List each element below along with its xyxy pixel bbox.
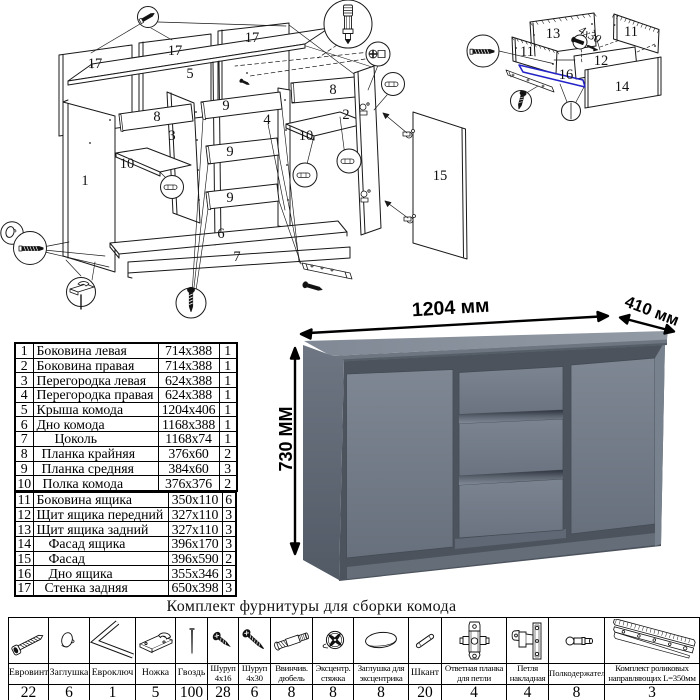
svg-text:9: 9 — [226, 190, 233, 206]
svg-text:3: 3 — [168, 128, 175, 144]
svg-text:410 мм: 410 мм — [622, 293, 681, 330]
svg-text:17: 17 — [168, 43, 183, 59]
svg-text:1: 1 — [81, 173, 88, 189]
svg-text:8: 8 — [329, 82, 336, 98]
svg-text:17: 17 — [245, 30, 260, 46]
svg-text:16: 16 — [559, 67, 574, 83]
svg-text:10: 10 — [299, 128, 314, 144]
svg-text:14: 14 — [615, 79, 630, 95]
svg-text:6: 6 — [217, 226, 224, 242]
svg-text:13: 13 — [546, 26, 561, 42]
svg-text:15: 15 — [433, 168, 448, 184]
svg-text:2: 2 — [342, 107, 349, 123]
svg-text:8: 8 — [153, 109, 160, 125]
svg-text:4: 4 — [263, 112, 271, 128]
svg-text:1204 мм: 1204 мм — [411, 295, 490, 322]
svg-text:11: 11 — [520, 44, 534, 60]
svg-text:7: 7 — [233, 249, 240, 265]
svg-text:5: 5 — [186, 66, 193, 82]
svg-text:730 ММ: 730 ММ — [276, 406, 296, 471]
svg-text:10: 10 — [120, 156, 135, 172]
svg-text:9: 9 — [226, 144, 233, 160]
svg-text:12: 12 — [594, 53, 609, 69]
svg-text:17: 17 — [88, 56, 103, 72]
svg-text:11: 11 — [624, 24, 638, 40]
svg-text:9: 9 — [222, 98, 229, 114]
